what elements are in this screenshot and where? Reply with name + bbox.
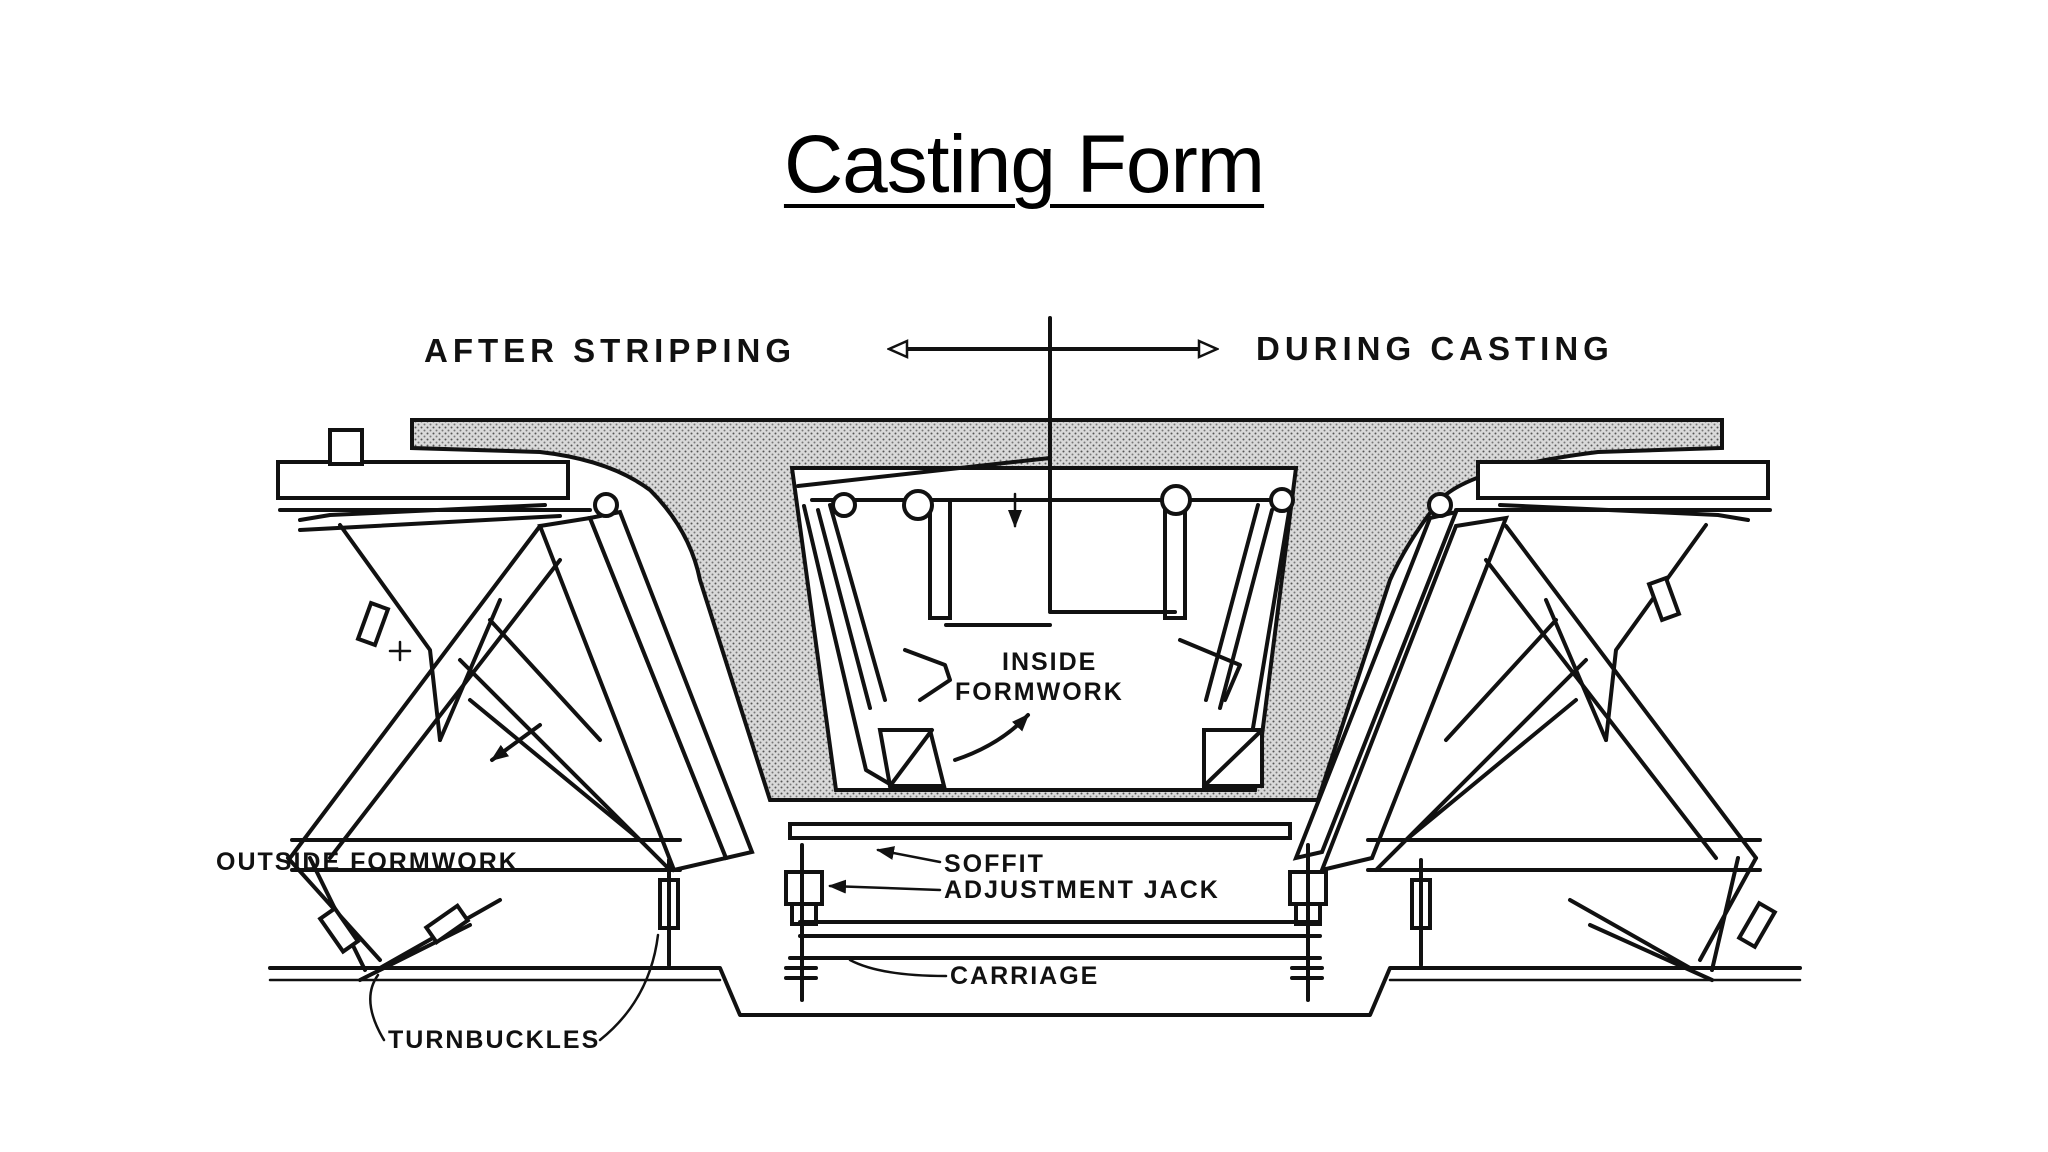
outside-formwork-arrow (490, 723, 542, 762)
label-adjustment-jack: ADJUSTMENT JACK (944, 876, 1220, 904)
inside-formwork-right (1048, 484, 1295, 792)
label-carriage: CARRIAGE (950, 962, 1099, 990)
soffit-and-carriage (784, 822, 1328, 1002)
label-outside-formwork: OUTSIDE FORMWORK (216, 848, 519, 876)
label-after-stripping: AFTER STRIPPING (424, 332, 796, 369)
inside-formwork-left (796, 456, 1052, 792)
label-inside-formwork-line1: INSIDE (1002, 648, 1097, 676)
label-soffit: SOFFIT (944, 850, 1045, 878)
label-inside-formwork-line2: FORMWORK (955, 678, 1124, 706)
slide-title: Casting Form (783, 119, 1265, 210)
label-during-casting: DURING CASTING (1256, 330, 1614, 367)
outside-formwork-left (276, 428, 755, 982)
inside-formwork-arrow (953, 713, 1030, 762)
label-turnbuckles: TURNBUCKLES (388, 1026, 600, 1054)
outside-formwork-right (1292, 460, 1778, 982)
